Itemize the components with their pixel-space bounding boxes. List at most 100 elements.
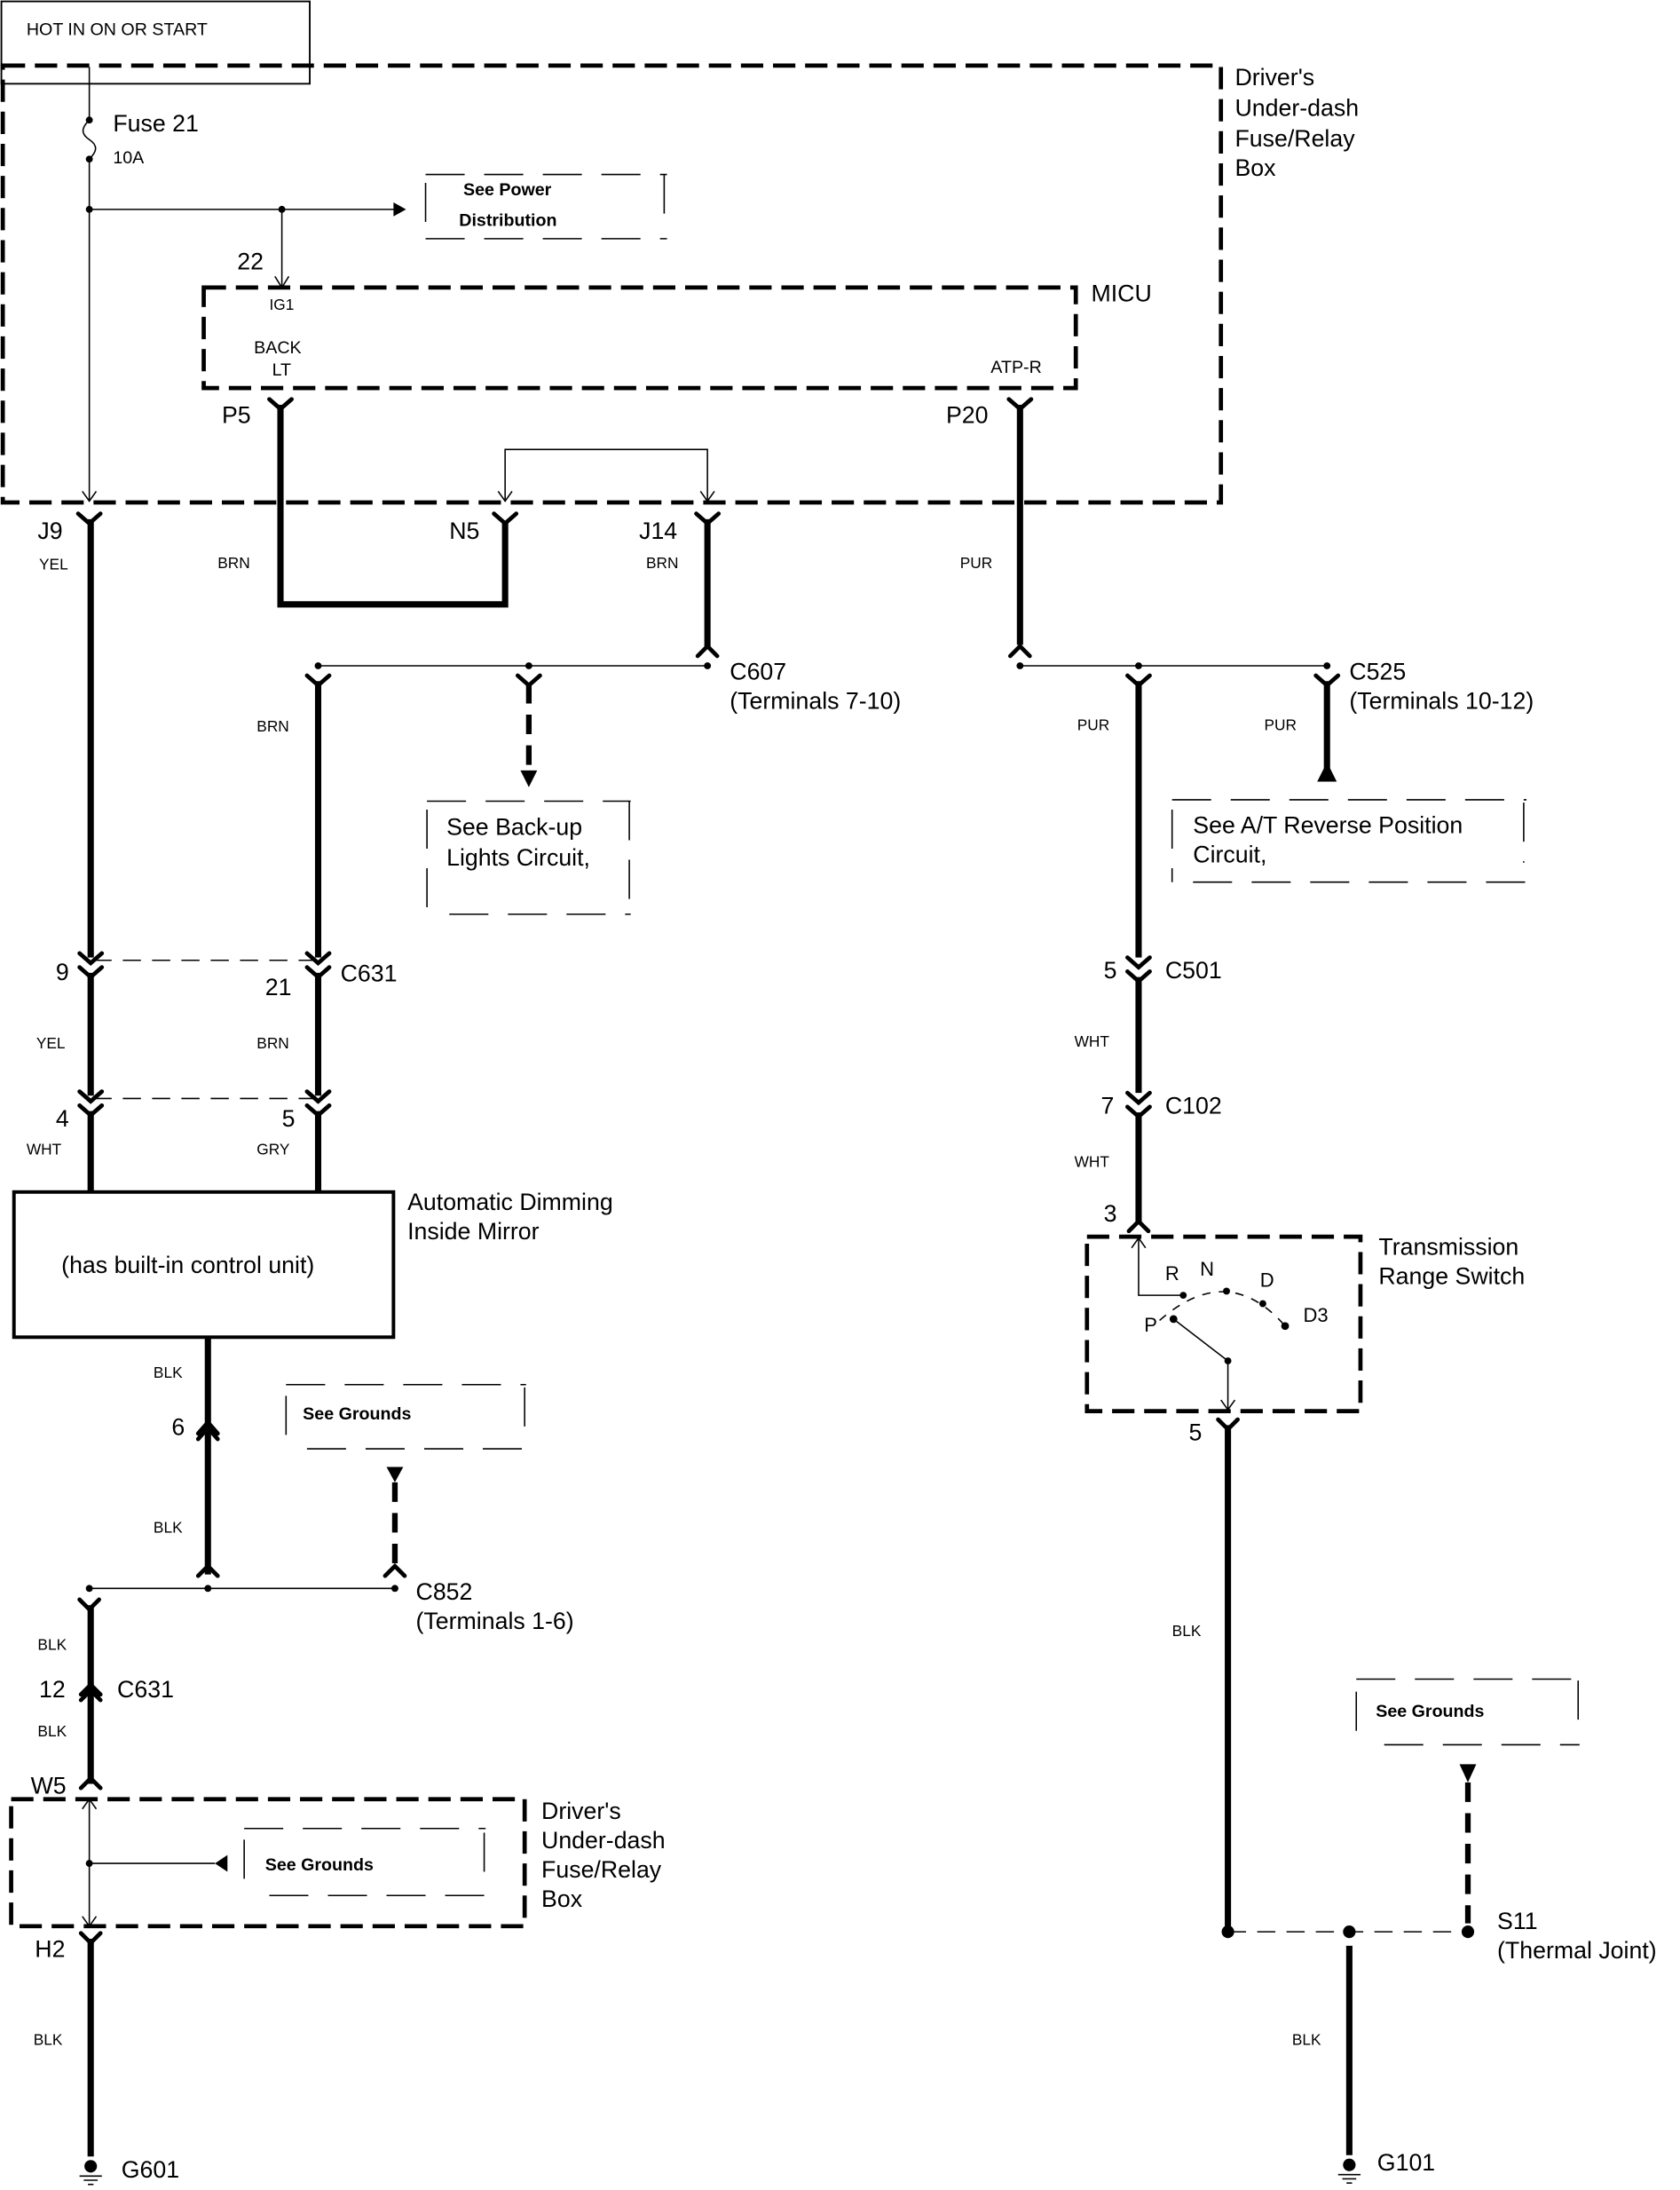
- fuse-rating: 10A: [113, 148, 145, 168]
- c631-right-wire-color: BRN: [256, 1034, 288, 1052]
- fuse-box-label-4: Box: [1234, 154, 1276, 181]
- mirror-left-male: [77, 1089, 105, 1104]
- lower-fuse-box-label-1: Driver's: [541, 1798, 621, 1824]
- c501-male: [1125, 955, 1152, 970]
- c852-dot-right: [391, 1585, 398, 1593]
- j14-end-connector: [695, 643, 720, 659]
- c631-right-male: [304, 951, 332, 967]
- mirror-right-male: [304, 1089, 332, 1104]
- switch-pos-n-dot: [1223, 1287, 1230, 1295]
- c102-label: C102: [1165, 1093, 1222, 1119]
- see-power-distribution-ref[interactable]: See Power Distribution: [424, 173, 667, 240]
- ground-g101-icon: [1337, 2158, 1361, 2184]
- trans-switch-label-1: Transmission: [1378, 1234, 1518, 1261]
- fuse-name: Fuse 21: [113, 110, 199, 137]
- switch-pivot: [1224, 1357, 1232, 1364]
- see-grounds-ref-mirror[interactable]: See Grounds: [285, 1383, 526, 1450]
- power-condition-box: [0, 0, 311, 85]
- c607-dot-mid: [525, 662, 532, 669]
- c631-lower-label: C631: [117, 1676, 174, 1703]
- grounds-s11-arrow-icon: [1459, 1764, 1477, 1783]
- n5-connector-icon: [492, 511, 519, 526]
- micu-pin-backlt-2: LT: [272, 360, 291, 380]
- s11-note: (Thermal Joint): [1497, 1937, 1657, 1964]
- fuse-relay-box-outline: [0, 63, 1224, 505]
- see-grounds-ref-s11[interactable]: See Grounds: [1355, 1678, 1580, 1746]
- switch-out-pin: 5: [1189, 1419, 1203, 1446]
- ref-backup-line2: Lights Circuit,: [446, 844, 590, 871]
- c525-branch-wire-color: PUR: [1264, 716, 1296, 733]
- mirror-component: [12, 1190, 396, 1340]
- trans-switch-outline: [1085, 1234, 1363, 1413]
- power-dist-arrow-icon: [393, 202, 406, 217]
- lower-fuse-box-outline: [9, 1797, 527, 1929]
- j9-label: J9: [37, 518, 62, 544]
- c525-dot-left: [1016, 662, 1024, 669]
- switch-in-connector-icon: [1126, 1218, 1151, 1234]
- mirror-label-2: Inside Mirror: [407, 1218, 540, 1245]
- ref-power-line2: Distribution: [459, 211, 556, 231]
- j9-arrow: [82, 491, 98, 502]
- c631-lower-wire-color: BLK: [37, 1722, 67, 1740]
- s11-dot-left: [1221, 1925, 1234, 1939]
- c607-dot-left: [314, 662, 322, 669]
- w5-connector-icon: [78, 1775, 103, 1791]
- c631-left-male: [77, 951, 105, 967]
- w5-arrow: [82, 1798, 98, 1810]
- grounds-mirror-arrow-icon: [386, 1467, 404, 1482]
- see-grounds-ref-fusebox[interactable]: See Grounds: [243, 1827, 486, 1897]
- c607-label: C607: [730, 659, 786, 685]
- p20-end-connector: [1007, 643, 1032, 659]
- at-reverse-arrow-icon: [1317, 762, 1337, 782]
- ref-at-reverse-line2: Circuit,: [1193, 842, 1266, 868]
- s11-dot-right: [1461, 1925, 1475, 1939]
- ig1-pin-number: 22: [237, 248, 264, 274]
- c631-upper-label: C631: [341, 960, 398, 986]
- c102-pin: 7: [1101, 1093, 1115, 1119]
- see-backup-lights-ref[interactable]: See Back-up Lights Circuit,: [426, 800, 631, 915]
- c525-label: C525: [1349, 659, 1406, 685]
- c501-label: C501: [1165, 957, 1222, 984]
- micu-pin-atpr: ATP-R: [990, 358, 1041, 377]
- g101-wire-color: BLK: [1292, 2030, 1321, 2048]
- c525-main-wire-color: PUR: [1077, 716, 1109, 733]
- c607-left-wire-color: BRN: [256, 717, 288, 735]
- c631-pin-right: 21: [265, 974, 292, 1000]
- n5-j14-jumper: [504, 448, 708, 500]
- mirror-pin-left: 4: [56, 1105, 69, 1132]
- micu-label: MICU: [1092, 281, 1152, 307]
- j14-wire-color: BRN: [646, 554, 678, 572]
- c607-dot-right: [704, 662, 712, 669]
- switch-in-pin: 3: [1104, 1200, 1117, 1227]
- switch-out-wire-color: BLK: [1172, 1622, 1202, 1640]
- micu-outline: [201, 285, 1078, 391]
- ref-backup-line1: See Back-up: [446, 813, 582, 840]
- c852-label: C852: [416, 1578, 473, 1605]
- lower-fuse-box-label-4: Box: [541, 1886, 583, 1912]
- micu-pin-ig1: IG1: [269, 296, 294, 313]
- switch-pos-p: P: [1144, 1314, 1157, 1336]
- see-at-reverse-ref[interactable]: See A/T Reverse Position Circuit,: [1171, 799, 1527, 883]
- switch-pos-d: D: [1260, 1269, 1274, 1292]
- w5-label: W5: [31, 1772, 67, 1799]
- c852-dot-mid: [204, 1585, 212, 1593]
- c501-c102-wire-color: WHT: [1075, 1032, 1110, 1050]
- fuse-box-label-3: Fuse/Relay: [1234, 125, 1355, 152]
- switch-arc: [1159, 1291, 1286, 1327]
- ground-g601-icon: [79, 2160, 102, 2186]
- c607-note: (Terminals 7-10): [730, 688, 901, 715]
- fuse-box-label-2: Under-dash: [1234, 95, 1359, 122]
- p5-wire: [277, 404, 509, 608]
- switch-pos-d-dot: [1258, 1300, 1266, 1308]
- c525-note: (Terminals 10-12): [1349, 688, 1534, 715]
- lower-fuse-box-label-2: Under-dash: [541, 1827, 666, 1854]
- c631-lower-pin: 12: [39, 1676, 66, 1703]
- c852-dot-left: [85, 1585, 93, 1593]
- switch-r-wire: [1138, 1237, 1184, 1296]
- n5-label: N5: [449, 518, 479, 544]
- s11-dot-mid: [1343, 1925, 1356, 1939]
- micu-pin-backlt-1: BACK: [254, 338, 301, 358]
- p20-wire-color: PUR: [960, 554, 992, 572]
- c631-lower-connector-icon: [78, 1681, 103, 1703]
- mirror-ground-connector-icon: [195, 1419, 220, 1442]
